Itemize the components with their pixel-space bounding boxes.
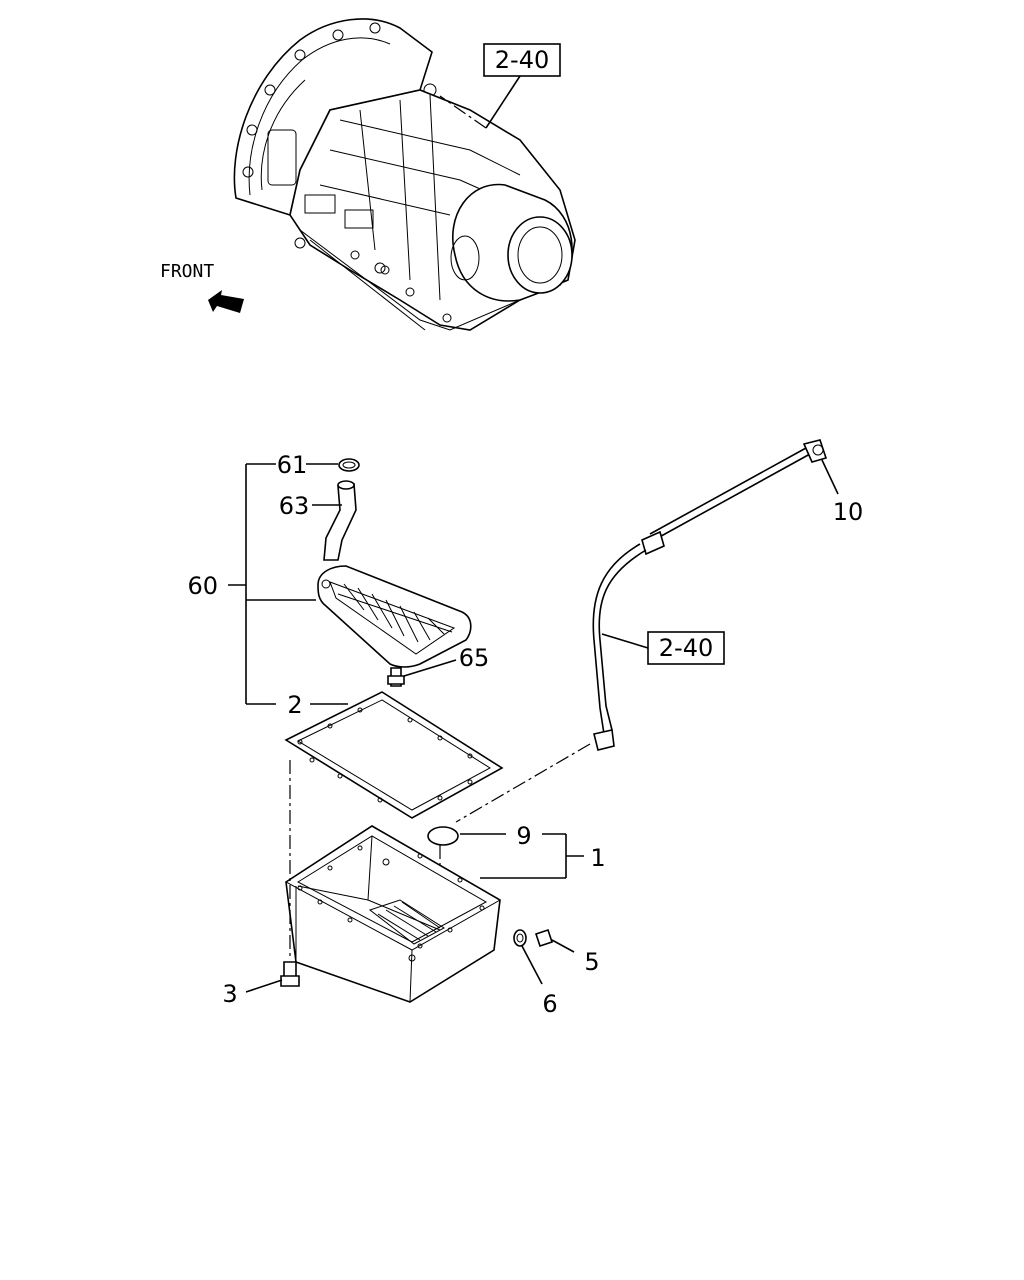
part-2-gasket: 2 [284,691,504,819]
part-5-drain-plug: 5 [534,928,600,976]
part-label-65: 65 [459,644,490,672]
part-9-magnet: 9 [427,822,532,920]
part-label-3: 3 [222,980,237,1008]
part-3-bolt: 3 [222,760,300,1008]
part-label-61: 61 [277,451,308,479]
transmission-assembly [233,18,576,331]
strainer-filter [317,565,472,668]
part-label-9: 9 [516,822,531,850]
part-label-6: 6 [542,990,557,1018]
part-label-2: 2 [287,691,302,719]
oil-pan [285,825,502,1003]
part-61-o-ring: 61 [277,451,360,479]
reference-label-pipe: 2-40 [659,634,713,662]
reference-box-pipe: 2-40 [601,631,725,665]
reference-box-top: 2-40 [439,43,561,129]
part-10-dipstick: 10 [455,439,864,823]
part-label-5: 5 [584,948,599,976]
part-label-1: 1 [590,844,605,872]
part-label-10: 10 [833,498,864,526]
front-label: FRONT [160,261,214,282]
part-65-bolt: 65 [387,644,490,687]
part-6-washer: 6 [513,929,558,1018]
reference-label-top: 2-40 [495,46,549,74]
front-indicator: FRONT [160,261,244,313]
kit-60-bracket: 60 [187,463,316,705]
part-1-bracket: 1 [480,833,606,879]
part-label-63: 63 [279,492,310,520]
front-arrow-icon [208,290,244,313]
part-63-tube: 63 [279,480,357,561]
part-label-60: 60 [187,572,218,600]
